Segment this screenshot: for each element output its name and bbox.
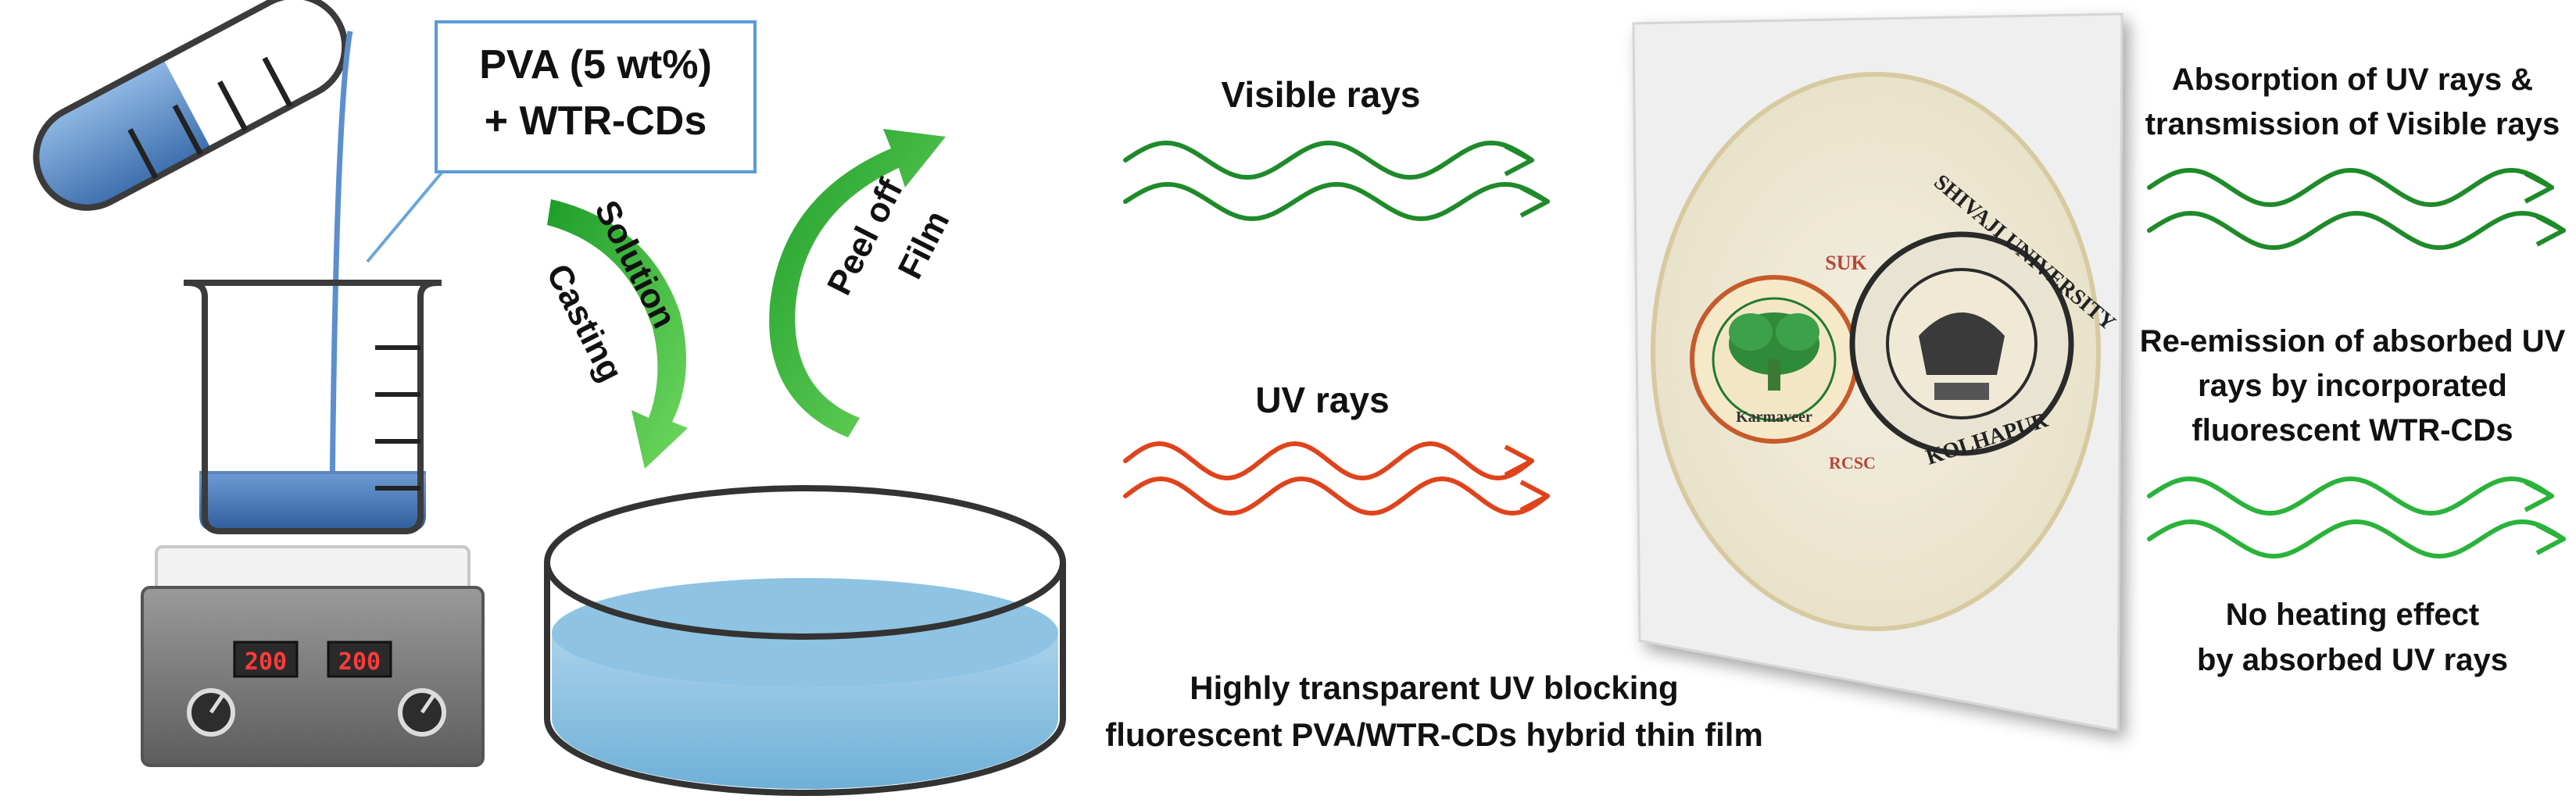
heating-line1: No heating effect [2226, 598, 2479, 632]
film-caption-line1: Highly transparent UV blocking [1190, 669, 1678, 706]
outgoing-emission-rays [2147, 476, 2566, 559]
emitted-wave [2147, 476, 2554, 516]
emitted-wave [2147, 519, 2566, 559]
reemission-line3: fluorescent WTR-CDs [2191, 413, 2513, 448]
solution-label-line2: + WTR-CDs [485, 98, 707, 144]
callout-pointer [366, 170, 444, 263]
karmaveer-name: Karmaveer [1736, 409, 1812, 426]
uv-ray-wave [1123, 476, 1550, 516]
film-caption-line2: fluorescent PVA/WTR-CDs hybrid thin film [1105, 716, 1763, 753]
outgoing-visible-rays [2147, 167, 2566, 251]
transmitted-visible-wave [2147, 167, 2554, 208]
emitted-wave-head [2535, 523, 2566, 555]
incoming-visible-rays [1123, 140, 1550, 222]
beaker [184, 280, 442, 534]
solution-casting-arrow [547, 199, 688, 469]
visible-ray-wave-head [1519, 185, 1550, 218]
transmitted-visible-wave [2147, 210, 2566, 251]
visible-rays-label: Visible rays [1222, 74, 1421, 115]
absorption-line2: transmission of Visible rays [2145, 107, 2560, 141]
visible-ray-wave-head [1504, 144, 1534, 177]
rcsc-label: RCSC [1829, 453, 1876, 473]
uv-rays-label: UV rays [1255, 380, 1389, 420]
heating-line2: by absorbed UV rays [2197, 643, 2508, 677]
test-tube [33, 0, 349, 211]
peel-off-label-2: Film [891, 205, 957, 285]
emitted-wave-head [2524, 480, 2554, 512]
solution-label-box [435, 20, 757, 173]
absorption-line1: Absorption of UV rays & [2172, 62, 2533, 97]
petri-dish [544, 485, 1066, 796]
reemission-line2: rays by incorporated [2198, 369, 2507, 403]
solution-label-line1: PVA (5 wt%) [479, 42, 712, 87]
uv-ray-wave [1123, 441, 1534, 481]
transmitted-visible-wave-head [2535, 214, 2566, 247]
suk-label: SUK [1825, 252, 1867, 274]
uv-ray-wave-head [1519, 480, 1550, 512]
hot-plate [141, 545, 485, 767]
transmitted-visible-wave-head [2524, 171, 2554, 204]
uv-ray-wave-head [1504, 444, 1534, 477]
karmaveer-logo [1690, 275, 1859, 444]
hotplate-display-left: 200 [245, 648, 287, 676]
reemission-line1: Re-emission of absorbed UV [2140, 324, 2566, 359]
visible-ray-wave [1123, 140, 1534, 180]
shivaji-university-seal [1849, 231, 2074, 456]
visible-ray-wave [1123, 181, 1550, 222]
pour-stream [329, 30, 353, 501]
hotplate-display-right: 200 [338, 648, 381, 676]
incoming-uv-rays [1123, 441, 1550, 516]
solution-casting-label-2: Casting [538, 258, 630, 387]
peel-off-arrow [769, 129, 946, 437]
